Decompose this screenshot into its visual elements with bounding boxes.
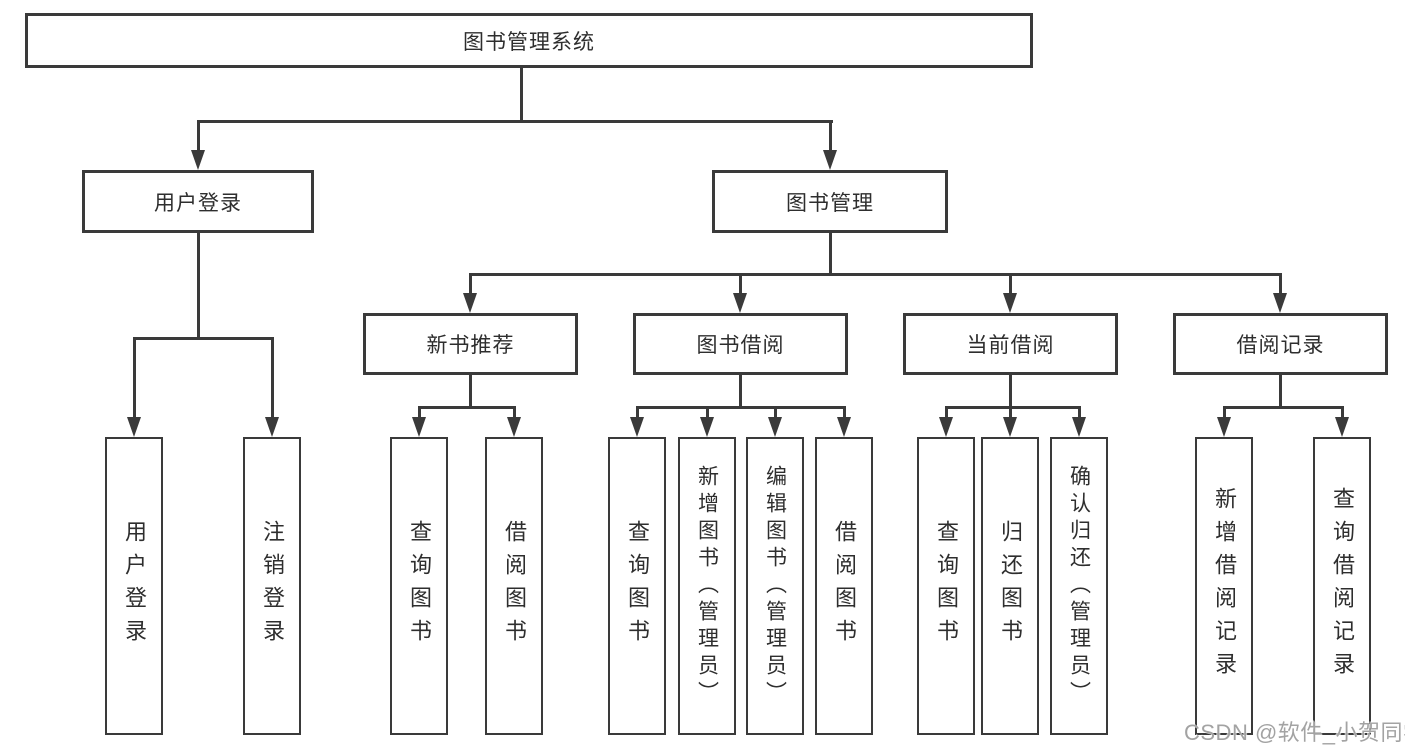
node-label: 新增借阅记录 [1212, 487, 1237, 685]
node-label: 新增图书（管理员） [695, 464, 719, 708]
connector-arrowhead [507, 417, 521, 437]
node-leaf-borrow-books: 借阅图书 [815, 437, 873, 735]
node-label: 查询图书 [625, 520, 650, 652]
node-book-borrow: 图书借阅 [633, 313, 848, 375]
node-label: 编辑图书（管理员） [763, 464, 787, 708]
node-leaf-query-books-borrow: 查询图书 [608, 437, 666, 735]
node-label: 用户登录 [122, 520, 147, 652]
connector-stem-borrow-records [1279, 375, 1282, 406]
node-label: 图书借阅 [696, 334, 785, 357]
connector-rail-borrow-records [1223, 406, 1343, 409]
node-label: 借阅图书 [832, 520, 857, 652]
connector-drop [1341, 406, 1344, 417]
node-label: 借阅图书 [502, 520, 527, 652]
connector-arrowhead [768, 417, 782, 437]
connector-stem-new-book-rec [469, 375, 472, 406]
connector-arrowhead [837, 417, 851, 437]
connector-arrowhead-leaf-login [127, 417, 141, 437]
connector-drop-leaf-login [133, 337, 136, 417]
connector-drop [945, 406, 948, 417]
connector-drop-borrow-records [1279, 273, 1282, 293]
connector-arrowhead [939, 417, 953, 437]
node-label: 新书推荐 [426, 334, 515, 357]
node-leaf-add-books-admin: 新增图书（管理员） [678, 437, 736, 735]
connector-drop-book-mgmt [829, 120, 832, 150]
connector-arrowhead [630, 417, 644, 437]
node-borrow-records: 借阅记录 [1173, 313, 1388, 375]
connector-arrowhead-book-borrow [733, 293, 747, 313]
connector-arrowhead-user-login [191, 150, 205, 170]
connector-stem-root [520, 68, 523, 120]
connector-drop [418, 406, 421, 417]
connector-arrowhead [1217, 417, 1231, 437]
connector-rail-level2 [469, 273, 1282, 276]
watermark: CSDN @软件_小贺同学 [1184, 720, 1405, 745]
node-label: 查询图书 [407, 520, 432, 652]
connector-drop-new-book-rec [469, 273, 472, 293]
node-book-mgmt-branch: 图书管理 [712, 170, 948, 233]
node-leaf-logout: 注销登录 [243, 437, 301, 735]
node-label: 图书管理 [786, 191, 874, 215]
connector-stem-current-borrow [1009, 375, 1012, 406]
connector-arrowhead [1335, 417, 1349, 437]
connector-drop [706, 406, 709, 417]
connector-drop [774, 406, 777, 417]
node-leaf-user-login: 用户登录 [105, 437, 163, 735]
node-leaf-edit-books-admin: 编辑图书（管理员） [746, 437, 804, 735]
node-user-login-branch: 用户登录 [82, 170, 314, 233]
connector-drop-user-login [197, 120, 200, 150]
connector-drop [1009, 406, 1012, 417]
connector-arrowhead [1072, 417, 1086, 437]
node-label: 用户登录 [154, 191, 242, 215]
connector-arrowhead [1003, 417, 1017, 437]
node-root-library-system: 图书管理系统 [25, 13, 1033, 68]
connector-arrowhead-book-mgmt [823, 150, 837, 170]
connector-drop [513, 406, 516, 417]
node-leaf-query-borrow-record: 查询借阅记录 [1313, 437, 1371, 735]
connector-rail-book-borrow [636, 406, 845, 409]
node-leaf-add-borrow-record: 新增借阅记录 [1195, 437, 1253, 735]
node-leaf-return-books: 归还图书 [981, 437, 1039, 735]
connector-drop [843, 406, 846, 417]
node-label: 当前借阅 [966, 334, 1055, 357]
node-leaf-query-books-current: 查询图书 [917, 437, 975, 735]
node-label: 查询图书 [934, 520, 959, 652]
connector-arrowhead [700, 417, 714, 437]
node-label: 借阅记录 [1236, 334, 1325, 357]
connector-rail-user-login [133, 337, 273, 340]
node-label: 确认归还（管理员） [1067, 464, 1091, 708]
connector-stem-user-login [197, 233, 200, 337]
node-label: 查询借阅记录 [1330, 487, 1355, 685]
node-current-borrow: 当前借阅 [903, 313, 1118, 375]
connector-stem-book-mgmt [829, 233, 832, 273]
node-new-book-rec: 新书推荐 [363, 313, 578, 375]
node-leaf-query-books-rec: 查询图书 [390, 437, 448, 735]
connector-arrowhead-leaf-logout [265, 417, 279, 437]
connector-drop [1078, 406, 1081, 417]
connector-rail-new-book-rec [418, 406, 516, 409]
node-leaf-confirm-return-admin: 确认归还（管理员） [1050, 437, 1108, 735]
connector-arrowhead-borrow-records [1273, 293, 1287, 313]
node-label: 注销登录 [260, 520, 285, 652]
connector-drop-current-borrow [1009, 273, 1012, 293]
connector-stem-book-borrow [739, 375, 742, 406]
connector-drop [1223, 406, 1226, 417]
connector-rail-level1 [197, 120, 833, 123]
connector-drop-book-borrow [739, 273, 742, 293]
connector-drop [636, 406, 639, 417]
connector-rail-current-borrow [945, 406, 1080, 409]
connector-arrowhead [412, 417, 426, 437]
connector-arrowhead-current-borrow [1003, 293, 1017, 313]
node-label: 归还图书 [998, 520, 1023, 652]
connector-arrowhead-new-book-rec [463, 293, 477, 313]
node-leaf-borrow-books-rec: 借阅图书 [485, 437, 543, 735]
connector-drop-leaf-logout [271, 337, 274, 417]
node-label: 图书管理系统 [463, 30, 595, 54]
